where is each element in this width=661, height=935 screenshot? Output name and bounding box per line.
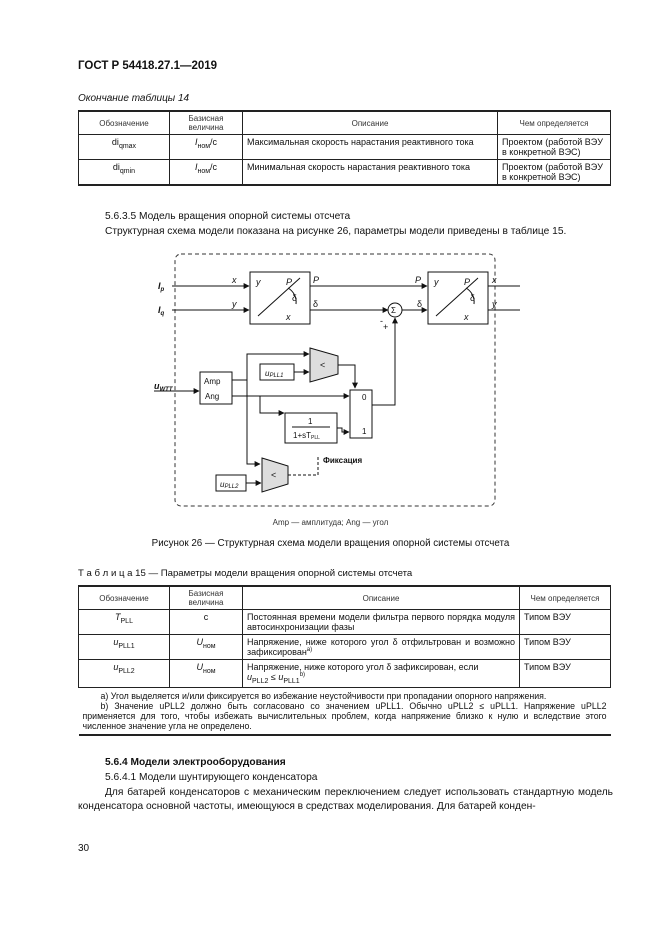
col-header: Обозначение — [78, 110, 170, 135]
uwtt-label: uWTT — [154, 381, 174, 393]
table-notes: a) Угол выделяется и/или фиксируется во … — [78, 686, 611, 736]
description-cell: Минимальная скорость нарастания реактивн… — [242, 159, 498, 186]
coordinate-transform-block-left: y P δ x — [249, 271, 311, 325]
svg-text:1: 1 — [308, 417, 313, 426]
determined-by-cell: Проектом (работой ВЭУ в конкретной ВЭС) — [497, 134, 611, 160]
amp-ang-block — [199, 371, 233, 405]
section-heading: 5.6.3.5 Модель вращения опорной системы … — [105, 211, 351, 222]
svg-text:-: - — [380, 316, 383, 326]
col-header: Базисная величина — [169, 110, 243, 135]
base-cell: c — [169, 609, 243, 635]
symbol-cell: diqmax — [78, 134, 170, 160]
symbol-cell: TPLL — [78, 609, 170, 635]
svg-text:Amp: Amp — [204, 377, 221, 386]
svg-text:Σ: Σ — [391, 306, 396, 315]
coordinate-transform-block-right: y P δ x — [427, 271, 489, 325]
table-header-row: Обозначение Базисная величина Описание Ч… — [78, 585, 611, 610]
base-cell: Iном/c — [169, 134, 243, 160]
base-cell: Uном — [169, 659, 243, 688]
section-text: Для батарей конденсаторов с механическим… — [78, 787, 613, 812]
table14-caption: Окончание таблицы 14 — [78, 93, 190, 104]
svg-text:x: x — [463, 312, 469, 322]
table15-caption: Т а б л и ц а 15 — Параметры модели вращ… — [78, 568, 413, 579]
col-header: Чем определяется — [519, 585, 611, 610]
comparator-2 — [261, 457, 289, 493]
ip-label: Ip — [158, 281, 165, 293]
filter-denominator: 1+sTPLL — [293, 431, 320, 441]
svg-text:δ: δ — [313, 299, 318, 309]
svg-text:y: y — [255, 277, 261, 287]
symbol-cell: uPLL1 — [78, 634, 170, 660]
table-row: uPLL1 Uном Напряжение, ниже которого уго… — [78, 634, 611, 660]
note-a: a) Угол выделяется и/или фиксируется во … — [100, 690, 547, 701]
svg-text:P: P — [286, 277, 292, 287]
svg-text:δ: δ — [417, 299, 422, 309]
table-row: diqmin Iном/c Минимальная скорость нарас… — [78, 159, 611, 186]
table-header-row: Обозначение Базисная величина Описание Ч… — [78, 110, 611, 135]
svg-text:x: x — [491, 275, 497, 285]
svg-text:Фиксация: Фиксация — [323, 456, 362, 465]
svg-text:<: < — [320, 360, 325, 370]
upll1-label: uPLL1 — [265, 369, 283, 379]
switch-block — [349, 389, 373, 439]
svg-text:1: 1 — [362, 427, 367, 436]
upll2-label: uPLL2 — [220, 480, 239, 490]
svg-text:δ: δ — [292, 293, 297, 303]
iq-label: Iq — [158, 305, 165, 317]
table-14: Обозначение Базисная величина Описание Ч… — [78, 110, 611, 186]
svg-text:+: + — [383, 322, 388, 332]
diagram-boundary — [174, 253, 496, 507]
svg-text:x: x — [285, 312, 291, 322]
description-cell: Постоянная времени модели фильтра первог… — [242, 609, 520, 635]
base-cell: Iном/c — [169, 159, 243, 186]
col-header: Описание — [242, 110, 498, 135]
table-row: diqmax Iном/c Максимальная скорость нара… — [78, 134, 611, 160]
col-header: Чем определяется — [497, 110, 611, 135]
symbol-cell: diqmin — [78, 159, 170, 186]
section-text: Структурная схема модели показана на рис… — [105, 226, 567, 237]
document-code: ГОСТ Р 54418.27.1—2019 — [78, 60, 218, 72]
symbol-cell: uPLL2 — [78, 659, 170, 688]
svg-text:P: P — [415, 275, 421, 285]
svg-text:<: < — [271, 470, 276, 480]
note-b: b) Значение uPLL2 должно быть согласован… — [82, 700, 607, 731]
svg-text:0: 0 — [362, 393, 367, 402]
determined-by-cell: Типом ВЭУ — [519, 659, 611, 688]
determined-by-cell: Типом ВЭУ — [519, 634, 611, 660]
col-header: Базисная величина — [169, 585, 243, 610]
section-heading: 5.6.4 Модели электрооборудования — [105, 757, 286, 768]
page-number: 30 — [78, 843, 90, 854]
col-header: Описание — [242, 585, 520, 610]
figure-legend: Amp — амплитуда; Ang — угол — [272, 518, 389, 527]
figure-caption: Рисунок 26 — Структурная схема модели вр… — [151, 538, 510, 549]
svg-text:P: P — [313, 275, 319, 285]
svg-text:δ: δ — [470, 293, 475, 303]
table-notes-row: a) Угол выделяется и/или фиксируется во … — [78, 686, 611, 736]
svg-text:P: P — [464, 277, 470, 287]
table-row: TPLL c Постоянная времени модели фильтра… — [78, 609, 611, 635]
description-cell: Напряжение, ниже которого угол δ отфильт… — [242, 634, 520, 660]
block-diagram: y P δ x y P δ x Ip Iq x y P P δ Σ - + δ … — [154, 253, 520, 507]
svg-text:y: y — [491, 299, 497, 309]
determined-by-cell: Типом ВЭУ — [519, 609, 611, 635]
col-header: Обозначение — [78, 585, 170, 610]
description-cell: Напряжение, ниже которого угол δ зафикси… — [242, 659, 520, 688]
determined-by-cell: Проектом (работой ВЭУ в конкретной ВЭС) — [497, 159, 611, 186]
svg-text:x: x — [231, 275, 237, 285]
table-row: uPLL2 Uном Напряжение, ниже которого уго… — [78, 659, 611, 688]
subsection-heading: 5.6.4.1 Модели шунтирующего конденсатора — [105, 772, 318, 783]
description-cell: Максимальная скорость нарастания реактив… — [242, 134, 498, 160]
base-cell: Uном — [169, 634, 243, 660]
svg-text:y: y — [433, 277, 439, 287]
table-15: Обозначение Базисная величина Описание Ч… — [78, 585, 611, 736]
svg-text:y: y — [231, 299, 237, 309]
comparator-1 — [309, 347, 339, 383]
svg-text:Ang: Ang — [205, 392, 219, 401]
